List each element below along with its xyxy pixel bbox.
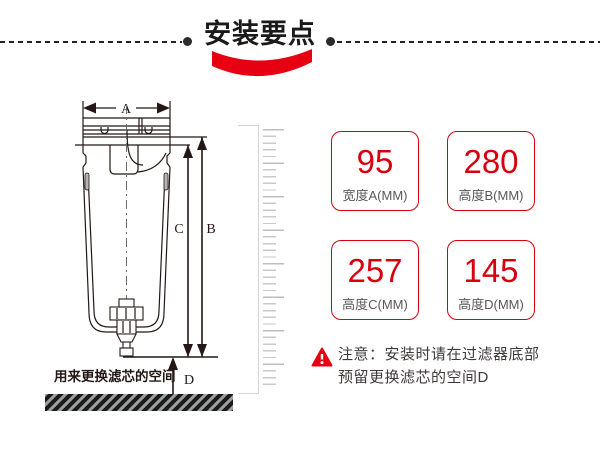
spec-label: 高度B(MM) <box>458 188 524 203</box>
spec-box-width-a: 95 宽度A(MM) <box>331 131 419 211</box>
ruler-scale-long-ticks <box>263 129 284 391</box>
header-dashed-line-right <box>337 41 600 43</box>
spec-label: 高度C(MM) <box>342 297 408 312</box>
spec-value: 145 <box>463 252 519 289</box>
dim-label-c: C <box>174 222 183 237</box>
spec-grid: 95 宽度A(MM) 280 高度B(MM) 257 高度C(MM) 145 高… <box>331 131 535 320</box>
spec-label: 高度D(MM) <box>458 297 524 312</box>
note-line-2: 预留更换滤芯的空间D <box>338 368 489 386</box>
spec-box-height-c: 257 高度C(MM) <box>331 240 419 320</box>
space-note-text: 用来更换滤芯的空间 <box>54 368 176 384</box>
spec-box-height-d: 145 高度D(MM) <box>447 240 535 320</box>
title-underline-swoosh <box>212 49 312 77</box>
spec-value: 257 <box>347 252 403 289</box>
dim-label-b: B <box>206 222 215 237</box>
header-dashed-line-left <box>0 41 182 43</box>
filter-technical-drawing: A <box>45 101 233 411</box>
spec-box-height-b: 280 高度B(MM) <box>447 131 535 211</box>
dim-label-d: D <box>184 373 194 388</box>
header-dot-right-icon <box>326 37 335 46</box>
page-title: 安装要点 <box>204 19 316 49</box>
spec-label: 宽度A(MM) <box>342 188 408 203</box>
warning-triangle-icon <box>311 347 333 367</box>
ground-hatch <box>45 394 233 411</box>
note-line-1: 注意：安装时请在过滤器底部 <box>338 346 540 363</box>
install-note: 注意：安装时请在过滤器底部 预留更换滤芯的空间D <box>311 344 593 389</box>
header-dot-left-icon <box>183 37 192 46</box>
ruler-scale-frame <box>238 125 259 394</box>
spec-value: 280 <box>463 143 519 180</box>
spec-value: 95 <box>356 143 394 180</box>
